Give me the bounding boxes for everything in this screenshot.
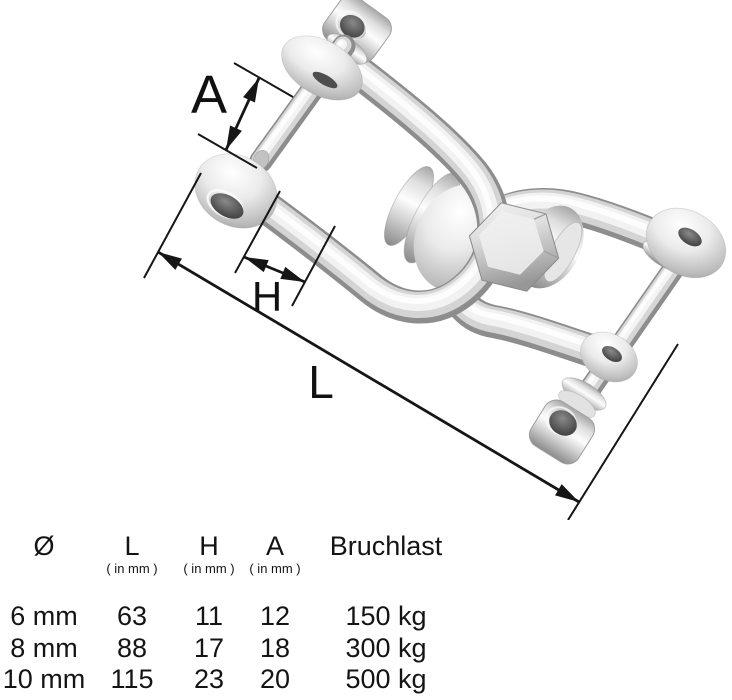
- spec-cell-a: 12: [259, 601, 291, 631]
- upper-left-eye: [281, 35, 363, 101]
- spec-cell-bruchlast: 150 kg: [345, 601, 427, 631]
- spec-cell-size: 6 mm: [10, 601, 78, 631]
- dimension-a-arrow: [224, 77, 261, 151]
- dimension-h-label: H: [252, 273, 282, 320]
- swivel-shackle-diagram: A H L: [143, 0, 727, 520]
- spec-cell-h: 23: [193, 664, 225, 694]
- spec-cell-l: 88: [116, 632, 148, 663]
- dimension-a: A: [191, 62, 294, 169]
- pin-shaft: [563, 240, 697, 423]
- dimension-annotations: A H L: [143, 62, 679, 520]
- spec-cell-a: 20: [259, 664, 291, 694]
- spec-header-unit: ( in mm ): [249, 561, 301, 576]
- right-jaw-eyes: [580, 207, 727, 383]
- spec-header-diameter: Ø: [2, 532, 86, 576]
- swivel-shackle-illustration: [194, 0, 727, 465]
- dimension-l-extension-line: [143, 172, 202, 279]
- spec-cell-size: 10 mm: [2, 664, 86, 694]
- spec-header-unit: ( in mm ): [183, 561, 235, 576]
- spec-cell-a: 18: [259, 632, 291, 663]
- upper-left-eye-slot: [312, 71, 338, 89]
- pin-head-hole: [339, 14, 367, 40]
- spec-cell-l: 115: [110, 664, 154, 694]
- dimension-a-extension-line: [233, 62, 294, 98]
- spec-header-label: Bruchlast: [329, 531, 443, 561]
- spec-cell-l: 63: [116, 601, 148, 631]
- upper-right-eye-hole: [678, 227, 702, 247]
- spec-header-label: H: [199, 531, 219, 561]
- lower-left-eye-hole: [210, 193, 244, 219]
- dimension-a-extension-line: [197, 133, 258, 169]
- spec-cell-bruchlast: 300 kg: [345, 632, 427, 663]
- dimension-l: L: [143, 172, 679, 520]
- dimension-l-label: L: [308, 356, 334, 408]
- spec-cell-size: 8 mm: [10, 632, 78, 663]
- spec-cell-h: 11: [194, 601, 224, 631]
- spec-header-label: A: [265, 531, 284, 561]
- left-jaw-eyes: [194, 35, 363, 229]
- dimension-a-label: A: [191, 65, 227, 125]
- spec-cell-bruchlast: 500 kg: [345, 664, 427, 694]
- spec-header-bruchlast: Bruchlast: [310, 532, 462, 576]
- spec-header-h: H ( in mm ): [178, 532, 240, 576]
- spec-header-l: L ( in mm ): [86, 532, 178, 576]
- lower-right-eye-hole: [602, 345, 622, 363]
- spec-table: Ø L ( in mm ) H ( in mm ) A ( in mm ) Br…: [2, 532, 462, 696]
- spec-header-label: Ø: [33, 531, 55, 561]
- spec-cell-h: 17: [193, 632, 225, 663]
- spec-header-unit: ( in mm ): [106, 561, 158, 576]
- spec-header-a: A ( in mm ): [240, 532, 310, 576]
- dimension-l-arrow: [157, 250, 580, 504]
- upper-right-eye: [645, 207, 727, 279]
- spec-header-label: L: [124, 531, 140, 561]
- dimension-l-extension-line: [567, 343, 679, 520]
